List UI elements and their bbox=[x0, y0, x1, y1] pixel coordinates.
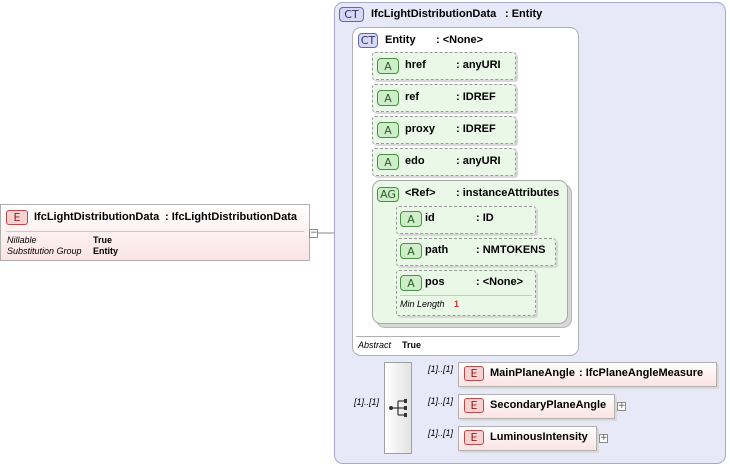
attribute-type-path: : NMTOKENS bbox=[476, 244, 546, 256]
child-element-secondary-plane-angle[interactable] bbox=[458, 394, 615, 419]
attribute-group-type: : instanceAttributes bbox=[456, 187, 560, 199]
child-element-type: : IfcPlaneAngleMeasure bbox=[579, 367, 704, 379]
attribute-badge: A bbox=[400, 243, 422, 259]
element-badge: E bbox=[464, 366, 484, 381]
attribute-badge: A bbox=[377, 58, 399, 74]
attribute-name-href: href bbox=[405, 59, 426, 71]
sequence-compositor[interactable] bbox=[384, 362, 412, 454]
property-value-substitution-group: Entity bbox=[93, 246, 119, 256]
attribute-type-proxy: : IDREF bbox=[456, 123, 496, 135]
base-entity-type: : <None> bbox=[436, 34, 484, 46]
attribute-name-ref: ref bbox=[405, 91, 420, 103]
child-element-name: LuminousIntensity bbox=[490, 431, 588, 443]
attribute-type-href: : anyURI bbox=[456, 59, 501, 71]
attribute-badge: A bbox=[377, 154, 399, 170]
attribute-name-edo: edo bbox=[405, 155, 425, 167]
root-element-type: : IfcLightDistributionData bbox=[165, 211, 297, 223]
element-badge: E bbox=[6, 210, 28, 225]
attribute-type-ref: : IDREF bbox=[456, 91, 496, 103]
attribute-type-id: : ID bbox=[476, 212, 494, 224]
facet-value-min-length: 1 bbox=[454, 299, 460, 309]
complex-type-name: IfcLightDistributionData bbox=[371, 8, 497, 20]
attribute-badge: A bbox=[400, 211, 422, 227]
complex-type-badge: CT bbox=[339, 7, 364, 22]
sequence-icon bbox=[389, 399, 407, 417]
divider bbox=[400, 295, 532, 296]
abstract-value: True bbox=[402, 340, 422, 350]
child-multiplicity: [1]..[1] bbox=[428, 428, 454, 438]
child-multiplicity: [1]..[1] bbox=[428, 396, 454, 406]
root-element-box[interactable]: E IfcLightDistributionData : IfcLightDis… bbox=[0, 204, 310, 261]
attribute-name-proxy: proxy bbox=[405, 123, 435, 135]
child-element-main-plane-angle[interactable] bbox=[458, 362, 717, 387]
attribute-badge: A bbox=[377, 122, 399, 138]
attribute-type-edo: : anyURI bbox=[456, 155, 501, 167]
abstract-key: Abstract bbox=[358, 340, 392, 350]
base-entity-badge: CT bbox=[358, 33, 378, 48]
child-element-name: MainPlaneAngle bbox=[490, 367, 575, 379]
facet-key-min-length: Min Length bbox=[400, 299, 445, 309]
complex-type-type: : Entity bbox=[505, 8, 543, 20]
attribute-path[interactable] bbox=[396, 238, 556, 266]
property-value-nillable: True bbox=[93, 235, 113, 245]
root-element-name: IfcLightDistributionData bbox=[34, 211, 160, 223]
child-element-name: SecondaryPlaneAngle bbox=[490, 399, 607, 411]
property-key-substitution-group: Substitution Group bbox=[7, 246, 82, 256]
collapse-toggle[interactable]: − bbox=[309, 228, 318, 238]
child-multiplicity: [1]..[1] bbox=[428, 364, 454, 374]
attribute-name-path: path bbox=[425, 244, 449, 256]
attribute-badge: A bbox=[400, 275, 422, 291]
expand-toggle[interactable]: + bbox=[599, 433, 608, 443]
attribute-badge: A bbox=[377, 90, 399, 106]
divider bbox=[356, 336, 560, 337]
attribute-name-id: id bbox=[425, 212, 435, 224]
attribute-type-pos: : <None> bbox=[476, 276, 524, 288]
expand-toggle[interactable]: + bbox=[617, 401, 626, 411]
element-badge: E bbox=[464, 430, 484, 445]
divider bbox=[6, 231, 304, 232]
base-entity-name: Entity bbox=[385, 34, 416, 46]
sequence-multiplicity: [1]..[1] bbox=[354, 397, 380, 407]
attribute-name-pos: pos bbox=[425, 276, 445, 288]
attribute-group-badge: AG bbox=[377, 187, 399, 202]
attribute-group-name: <Ref> bbox=[405, 187, 436, 199]
property-key-nillable: Nillable bbox=[7, 235, 37, 245]
element-badge: E bbox=[464, 398, 484, 413]
